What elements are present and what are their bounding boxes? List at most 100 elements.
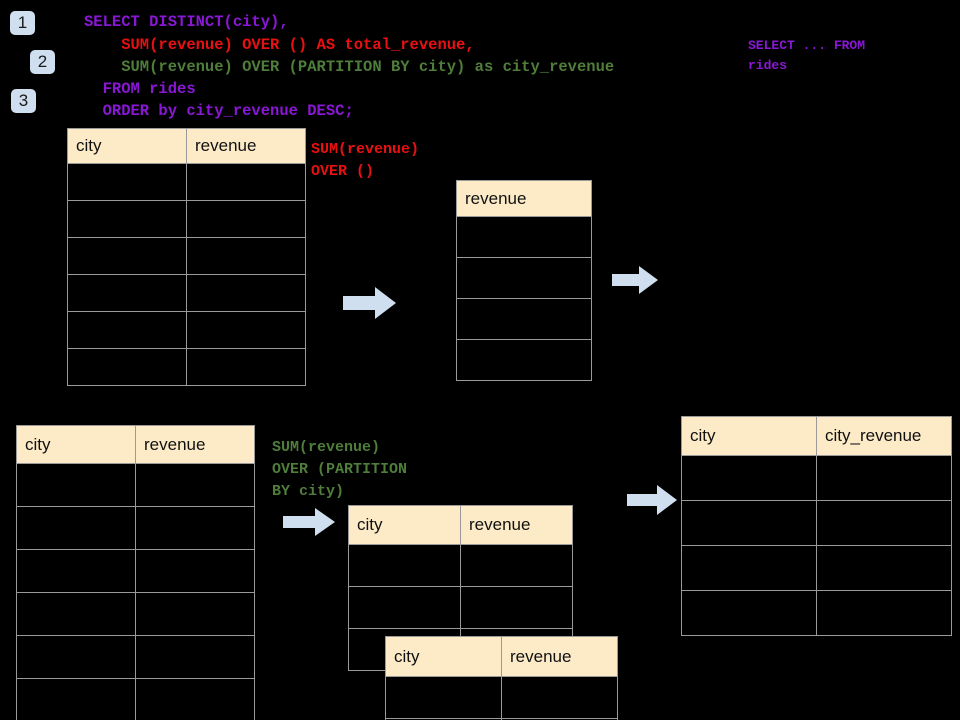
table-row xyxy=(681,545,952,591)
cell-city-revenue xyxy=(816,500,952,546)
cell-revenue xyxy=(456,257,592,299)
cell-revenue xyxy=(135,463,255,507)
table-row xyxy=(456,298,592,340)
table-row xyxy=(67,311,306,349)
column-header-city: city xyxy=(681,416,817,456)
column-header-revenue: revenue xyxy=(460,505,573,545)
cell-city xyxy=(348,544,461,587)
table-header-row: city revenue xyxy=(385,636,618,677)
arrow-partition-to-result xyxy=(627,485,677,515)
sql-line-sum-over-empty: SUM(revenue) OVER () AS total_revenue, xyxy=(84,36,475,54)
table-row xyxy=(456,257,592,299)
table-row xyxy=(681,500,952,546)
table-total-revenue: revenue xyxy=(456,180,592,381)
cell-city xyxy=(385,676,502,719)
table-header-row: city revenue xyxy=(16,425,255,464)
column-header-city: city xyxy=(16,425,136,464)
cell-revenue xyxy=(186,237,306,275)
annotation-select-from-rides: SELECT ... FROM rides xyxy=(748,38,866,73)
annotation-sum-over-partition: SUM(revenue) OVER (PARTITION BY city) xyxy=(272,439,408,500)
cell-city xyxy=(681,455,817,501)
table-row xyxy=(16,592,255,636)
table-row xyxy=(67,274,306,312)
cell-city xyxy=(681,590,817,636)
step-badge-1: 1 xyxy=(10,11,35,35)
sql-line-order-by: ORDER by city_revenue DESC; xyxy=(84,102,354,120)
column-header-city-revenue: city_revenue xyxy=(816,416,952,456)
column-header-city: city xyxy=(348,505,461,545)
table-header-row: revenue xyxy=(456,180,592,217)
cell-city xyxy=(67,237,187,275)
table-row xyxy=(681,455,952,501)
cell-city xyxy=(16,549,136,593)
table-row xyxy=(348,544,573,587)
cell-city xyxy=(67,200,187,238)
column-header-city: city xyxy=(67,128,187,164)
arrow-source-to-partition xyxy=(283,508,335,536)
sql-line-sum-over-partition: SUM(revenue) OVER (PARTITION BY city) as… xyxy=(84,58,615,76)
table-row xyxy=(67,237,306,275)
cell-city xyxy=(16,635,136,679)
table-row xyxy=(16,463,255,507)
column-header-revenue: revenue xyxy=(456,180,592,217)
column-header-revenue: revenue xyxy=(501,636,618,677)
table-header-row: city revenue xyxy=(67,128,306,164)
cell-city-revenue xyxy=(816,545,952,591)
cell-revenue xyxy=(186,200,306,238)
cell-revenue xyxy=(186,163,306,201)
table-header-row: city city_revenue xyxy=(681,416,952,456)
table-row xyxy=(456,216,592,258)
cell-city xyxy=(67,163,187,201)
table-partition-group-b: city revenue xyxy=(385,636,618,720)
cell-city-revenue xyxy=(816,590,952,636)
table-row xyxy=(67,348,306,386)
table-rides-source-bottom: city revenue xyxy=(16,425,255,720)
cell-city xyxy=(348,586,461,629)
column-header-revenue: revenue xyxy=(135,425,255,464)
cell-revenue xyxy=(135,592,255,636)
table-row xyxy=(16,635,255,679)
table-row xyxy=(456,339,592,381)
table-row xyxy=(16,506,255,550)
annotation-sum-over-empty: SUM(revenue) OVER () xyxy=(311,141,420,180)
table-header-row: city revenue xyxy=(348,505,573,545)
table-row xyxy=(681,590,952,636)
table-row xyxy=(67,163,306,201)
arrow-total-to-right xyxy=(612,266,658,294)
cell-revenue xyxy=(456,339,592,381)
cell-revenue xyxy=(135,549,255,593)
table-rides-source-top: city revenue xyxy=(67,128,306,386)
cell-city xyxy=(67,348,187,386)
cell-revenue xyxy=(186,274,306,312)
cell-city xyxy=(681,545,817,591)
sql-line-from-rides: FROM rides xyxy=(84,80,196,98)
table-row xyxy=(385,676,618,719)
cell-revenue xyxy=(135,506,255,550)
cell-city xyxy=(16,678,136,720)
table-row xyxy=(385,718,618,720)
cell-city xyxy=(67,274,187,312)
cell-revenue xyxy=(456,216,592,258)
cell-city xyxy=(16,592,136,636)
cell-revenue xyxy=(135,635,255,679)
table-final-result: city city_revenue xyxy=(681,416,952,636)
table-row xyxy=(67,200,306,238)
table-row xyxy=(16,549,255,593)
column-header-revenue: revenue xyxy=(186,128,306,164)
cell-revenue xyxy=(186,311,306,349)
cell-revenue xyxy=(501,676,618,719)
arrow-source-to-total xyxy=(343,287,396,319)
sql-line-select-distinct: SELECT DISTINCT(city), xyxy=(84,13,289,31)
cell-revenue xyxy=(460,544,573,587)
step-badge-3: 3 xyxy=(11,89,36,113)
step-badge-2: 2 xyxy=(30,50,55,74)
cell-revenue xyxy=(501,718,618,720)
cell-city-revenue xyxy=(816,455,952,501)
cell-revenue xyxy=(456,298,592,340)
cell-revenue xyxy=(135,678,255,720)
cell-city xyxy=(681,500,817,546)
cell-revenue xyxy=(186,348,306,386)
cell-city xyxy=(67,311,187,349)
cell-revenue xyxy=(460,586,573,629)
